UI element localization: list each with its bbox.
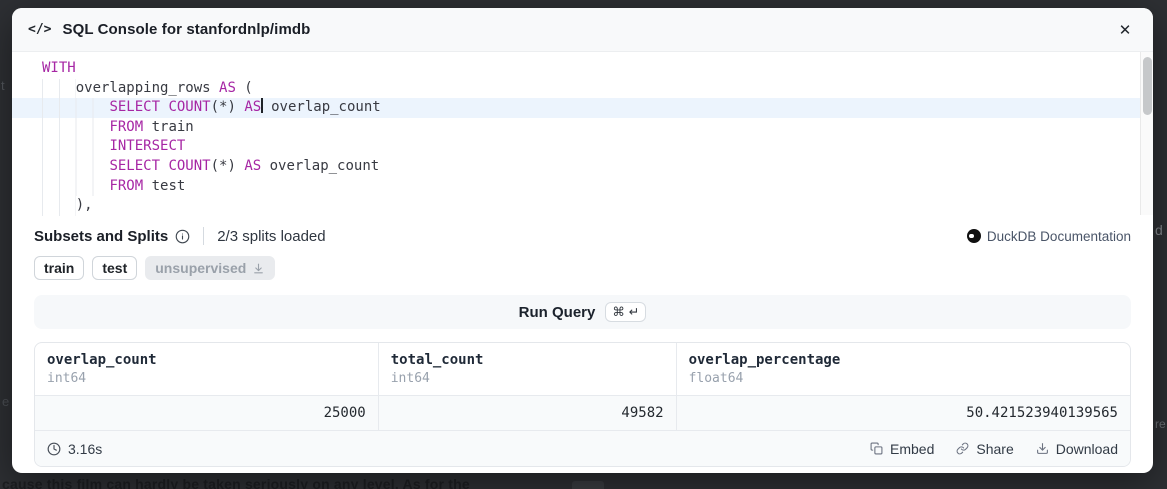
scrollbar-thumb[interactable] xyxy=(1143,57,1152,115)
share-label: Share xyxy=(976,440,1014,457)
splits-loaded-status: 2/3 splits loaded xyxy=(217,227,326,245)
dimmed-text-fragment: re xyxy=(1155,417,1166,431)
splits-heading: Subsets and Splits xyxy=(34,227,169,245)
query-duration: 3.16s xyxy=(47,441,102,457)
indent-guides xyxy=(42,117,110,138)
splits-row: Subsets and Splits 2/3 splits loaded Duc… xyxy=(22,225,1143,247)
embed-button[interactable]: Embed xyxy=(870,441,934,457)
download-icon xyxy=(254,263,264,273)
table-cell: 50.421523940139565 xyxy=(675,396,1130,430)
column-type: int64 xyxy=(47,371,87,386)
run-query-label: Run Query xyxy=(518,303,596,321)
link-icon xyxy=(956,442,969,455)
code-line[interactable]: overlapping_rows AS ( xyxy=(12,78,1153,99)
code-token: ), xyxy=(75,197,93,214)
indent-guides xyxy=(42,78,76,99)
indent-guides xyxy=(42,156,110,177)
code-token: train xyxy=(143,118,194,135)
dimmed-text-fragment: t xyxy=(1,78,5,93)
modal-header: </> SQL Console for stanfordnlp/imdb ✕ xyxy=(12,8,1153,52)
split-tag-test[interactable]: test xyxy=(92,256,138,280)
table-cell: 49582 xyxy=(377,396,676,430)
code-token: FROM xyxy=(109,177,144,194)
indent-guides xyxy=(42,98,110,118)
page-title: SQL Console for stanfordnlp/imdb xyxy=(62,21,311,38)
split-tag-label: unsupervised xyxy=(155,260,247,276)
code-token: WITH xyxy=(42,60,76,76)
split-tag-train[interactable]: train xyxy=(34,256,85,280)
dimmed-background-text: cause this film can hardly be taken seri… xyxy=(2,476,470,489)
indent-guides xyxy=(42,137,110,157)
embed-icon xyxy=(870,442,883,455)
indent-guides xyxy=(42,196,76,216)
query-duration-value: 3.16s xyxy=(68,440,103,457)
code-token: AS xyxy=(244,157,262,174)
column-header: total_count int64 xyxy=(377,343,676,395)
duckdb-documentation-link[interactable]: DuckDB Documentation xyxy=(966,228,1131,244)
dimmed-text-fragment: d xyxy=(1155,222,1163,238)
code-token: (*) xyxy=(210,157,236,174)
code-token: ( xyxy=(235,79,253,96)
split-tag-unsupervised[interactable]: unsupervised xyxy=(145,256,276,280)
modal-body: Subsets and Splits 2/3 splits loaded Duc… xyxy=(12,225,1153,467)
column-type: int64 xyxy=(390,371,430,386)
code-line[interactable]: FROM train xyxy=(12,117,1153,138)
code-token: SELECT xyxy=(109,157,161,174)
run-query-button[interactable]: Run Query ⌘ ↵ xyxy=(34,295,1131,329)
code-token: COUNT xyxy=(168,99,211,116)
info-icon[interactable] xyxy=(175,229,190,244)
code-line[interactable]: INTERSECT xyxy=(12,137,1153,157)
dimmed-ui-fragment xyxy=(572,481,604,489)
share-button[interactable]: Share xyxy=(956,440,1014,457)
code-token: (*) xyxy=(210,99,236,116)
code-token: AS xyxy=(244,99,262,116)
indent-guides xyxy=(42,176,110,197)
code-line[interactable]: FROM test xyxy=(12,176,1153,197)
result-actions: Embed Share xyxy=(870,441,1118,457)
code-token: test xyxy=(143,177,186,194)
code-token: overlap_count xyxy=(262,99,381,116)
code-token: SELECT xyxy=(109,99,161,116)
embed-label: Embed xyxy=(890,440,935,457)
split-tags: train test unsupervised xyxy=(22,256,1143,280)
column-name: overlap_percentage xyxy=(688,352,841,368)
results-header-row: overlap_count int64 total_count int64 ov… xyxy=(35,343,1130,395)
clock-icon xyxy=(47,442,61,455)
code-token: COUNT xyxy=(168,157,211,174)
close-icon[interactable]: ✕ xyxy=(1113,18,1137,42)
doc-link-label: DuckDB Documentation xyxy=(986,228,1131,244)
column-name: overlap_count xyxy=(47,352,157,368)
results-data-row: 25000 49582 50.421523940139565 xyxy=(35,395,1130,430)
keyboard-shortcut-badge: ⌘ ↵ xyxy=(605,302,647,322)
code-token: AS xyxy=(219,79,236,96)
column-name: total_count xyxy=(390,352,484,368)
download-button[interactable]: Download xyxy=(1036,441,1118,457)
divider xyxy=(203,227,205,245)
column-header: overlap_count int64 xyxy=(35,343,378,395)
code-line[interactable]: ), xyxy=(12,196,1153,216)
code-token: overlapping_rows xyxy=(75,79,220,96)
dimmed-text-fragment: e xyxy=(2,394,10,409)
download-label: Download xyxy=(1055,440,1118,457)
code-token: INTERSECT xyxy=(109,138,186,155)
editor-scrollbar[interactable] xyxy=(1140,52,1153,215)
download-icon xyxy=(1036,443,1048,454)
code-token: overlap_count xyxy=(261,157,380,174)
code-line[interactable]: SELECT COUNT(*) AS overlap_count xyxy=(12,156,1153,177)
column-header: overlap_percentage float64 xyxy=(675,343,1130,395)
code-line[interactable]: WITH xyxy=(12,59,1153,79)
code-token: FROM xyxy=(109,118,144,135)
code-icon: </> xyxy=(28,22,52,37)
table-cell: 25000 xyxy=(323,405,366,421)
sql-console-modal: </> SQL Console for stanfordnlp/imdb ✕ W… xyxy=(12,8,1153,473)
column-type: float64 xyxy=(688,371,744,386)
text-cursor xyxy=(261,98,263,114)
code-line[interactable]: SELECT COUNT(*) AS overlap_count xyxy=(12,98,1140,118)
duckdb-logo-icon xyxy=(966,229,981,243)
results-footer: 3.16s Embed xyxy=(35,430,1130,466)
results-table: overlap_count int64 total_count int64 ov… xyxy=(34,342,1131,467)
